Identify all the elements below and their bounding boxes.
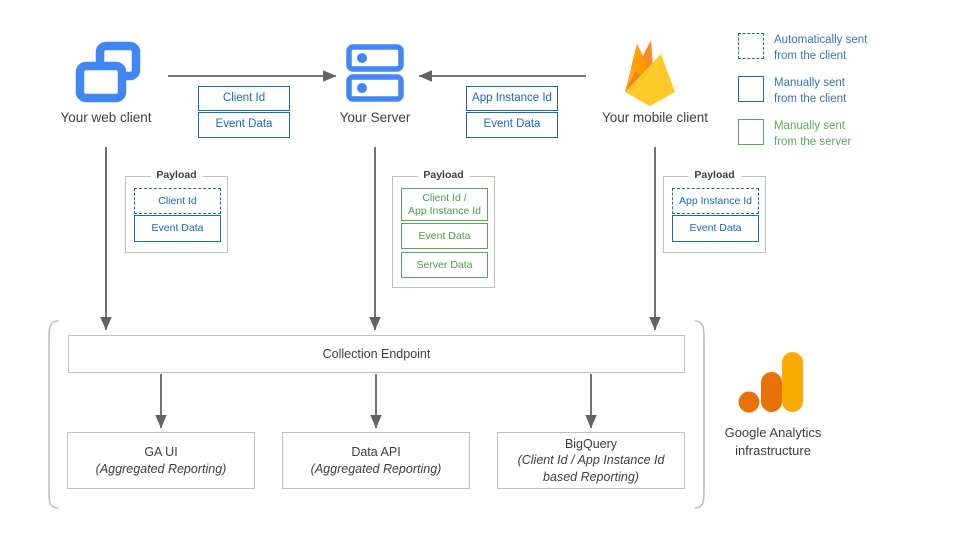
collection-endpoint-box: Collection Endpoint (68, 335, 685, 373)
google-analytics-logo-icon (738, 348, 808, 416)
server-icon (345, 43, 405, 103)
bracket-left (48, 320, 59, 509)
transfer-box-event-data-web: Event Data (198, 112, 290, 138)
output-box-ga-ui: GA UI (Aggregated Reporting) (67, 432, 255, 489)
output-box-bigquery: BigQuery (Client Id / App Instance Id ba… (497, 432, 685, 489)
legend: Automatically sent from the client Manua… (738, 33, 953, 150)
output-title-data-api: Data API (351, 445, 401, 460)
payload-server-chip-server-data: Server Data (401, 252, 488, 278)
legend-label-manual-client: Manually sent from the client (774, 77, 847, 105)
legend-item-manual-server: Manually sent from the server (738, 119, 953, 150)
transfer-box-event-data-mobile: Event Data (466, 112, 558, 138)
payload-mobile-chip-event-data: Event Data (672, 215, 759, 242)
legend-swatch-solid-blue-icon (738, 76, 764, 103)
legend-item-auto-client: Automatically sent from the client (738, 33, 953, 64)
transfer-box-app-instance-id: App Instance Id (466, 86, 558, 111)
output-subtitle-data-api: (Aggregated Reporting) (310, 461, 442, 476)
output-box-data-api: Data API (Aggregated Reporting) (282, 432, 470, 489)
payload-mobile-chip-app-instance-id: App Instance Id (672, 188, 759, 214)
payload-server-legend: Payload (417, 169, 470, 181)
output-subtitle-bigquery: (Client Id / App Instance Id based Repor… (517, 453, 665, 484)
transfer-box-client-id: Client Id (198, 86, 290, 111)
payload-mobile-legend: Payload (688, 169, 741, 181)
legend-label-manual-server: Manually sent from the server (774, 120, 852, 148)
output-subtitle-ga-ui: (Aggregated Reporting) (95, 461, 227, 476)
payload-web: Payload Client Id Event Data (125, 169, 228, 253)
bracket-right (694, 320, 705, 509)
legend-label-auto-client: Automatically sent from the client (774, 34, 868, 62)
payload-server-chip-id: Client Id / App Instance Id (401, 188, 488, 221)
node-label-server: Your Server (339, 110, 411, 125)
node-label-web-client: Your web client (60, 110, 152, 125)
payload-web-chip-event-data: Event Data (134, 215, 221, 242)
node-label-mobile-client: Your mobile client (601, 110, 709, 125)
payload-web-chip-client-id: Client Id (134, 188, 221, 214)
legend-swatch-dashed-icon (738, 33, 764, 59)
web-client-icon (72, 38, 141, 106)
payload-mobile: Payload App Instance Id Event Data (663, 169, 766, 253)
output-title-bigquery: BigQuery (564, 437, 618, 452)
collection-endpoint-label: Collection Endpoint (322, 346, 431, 361)
legend-swatch-solid-green-icon (738, 119, 764, 146)
google-analytics-infrastructure-label: Google Analytics infrastructure (724, 425, 822, 458)
legend-item-manual-client: Manually sent from the client (738, 76, 953, 107)
payload-web-legend: Payload (150, 169, 203, 181)
output-title-ga-ui: GA UI (144, 445, 178, 460)
payload-server: Payload Client Id / App Instance Id Even… (392, 169, 495, 288)
firebase-icon (617, 38, 683, 108)
payload-server-chip-event-data: Event Data (401, 223, 488, 249)
